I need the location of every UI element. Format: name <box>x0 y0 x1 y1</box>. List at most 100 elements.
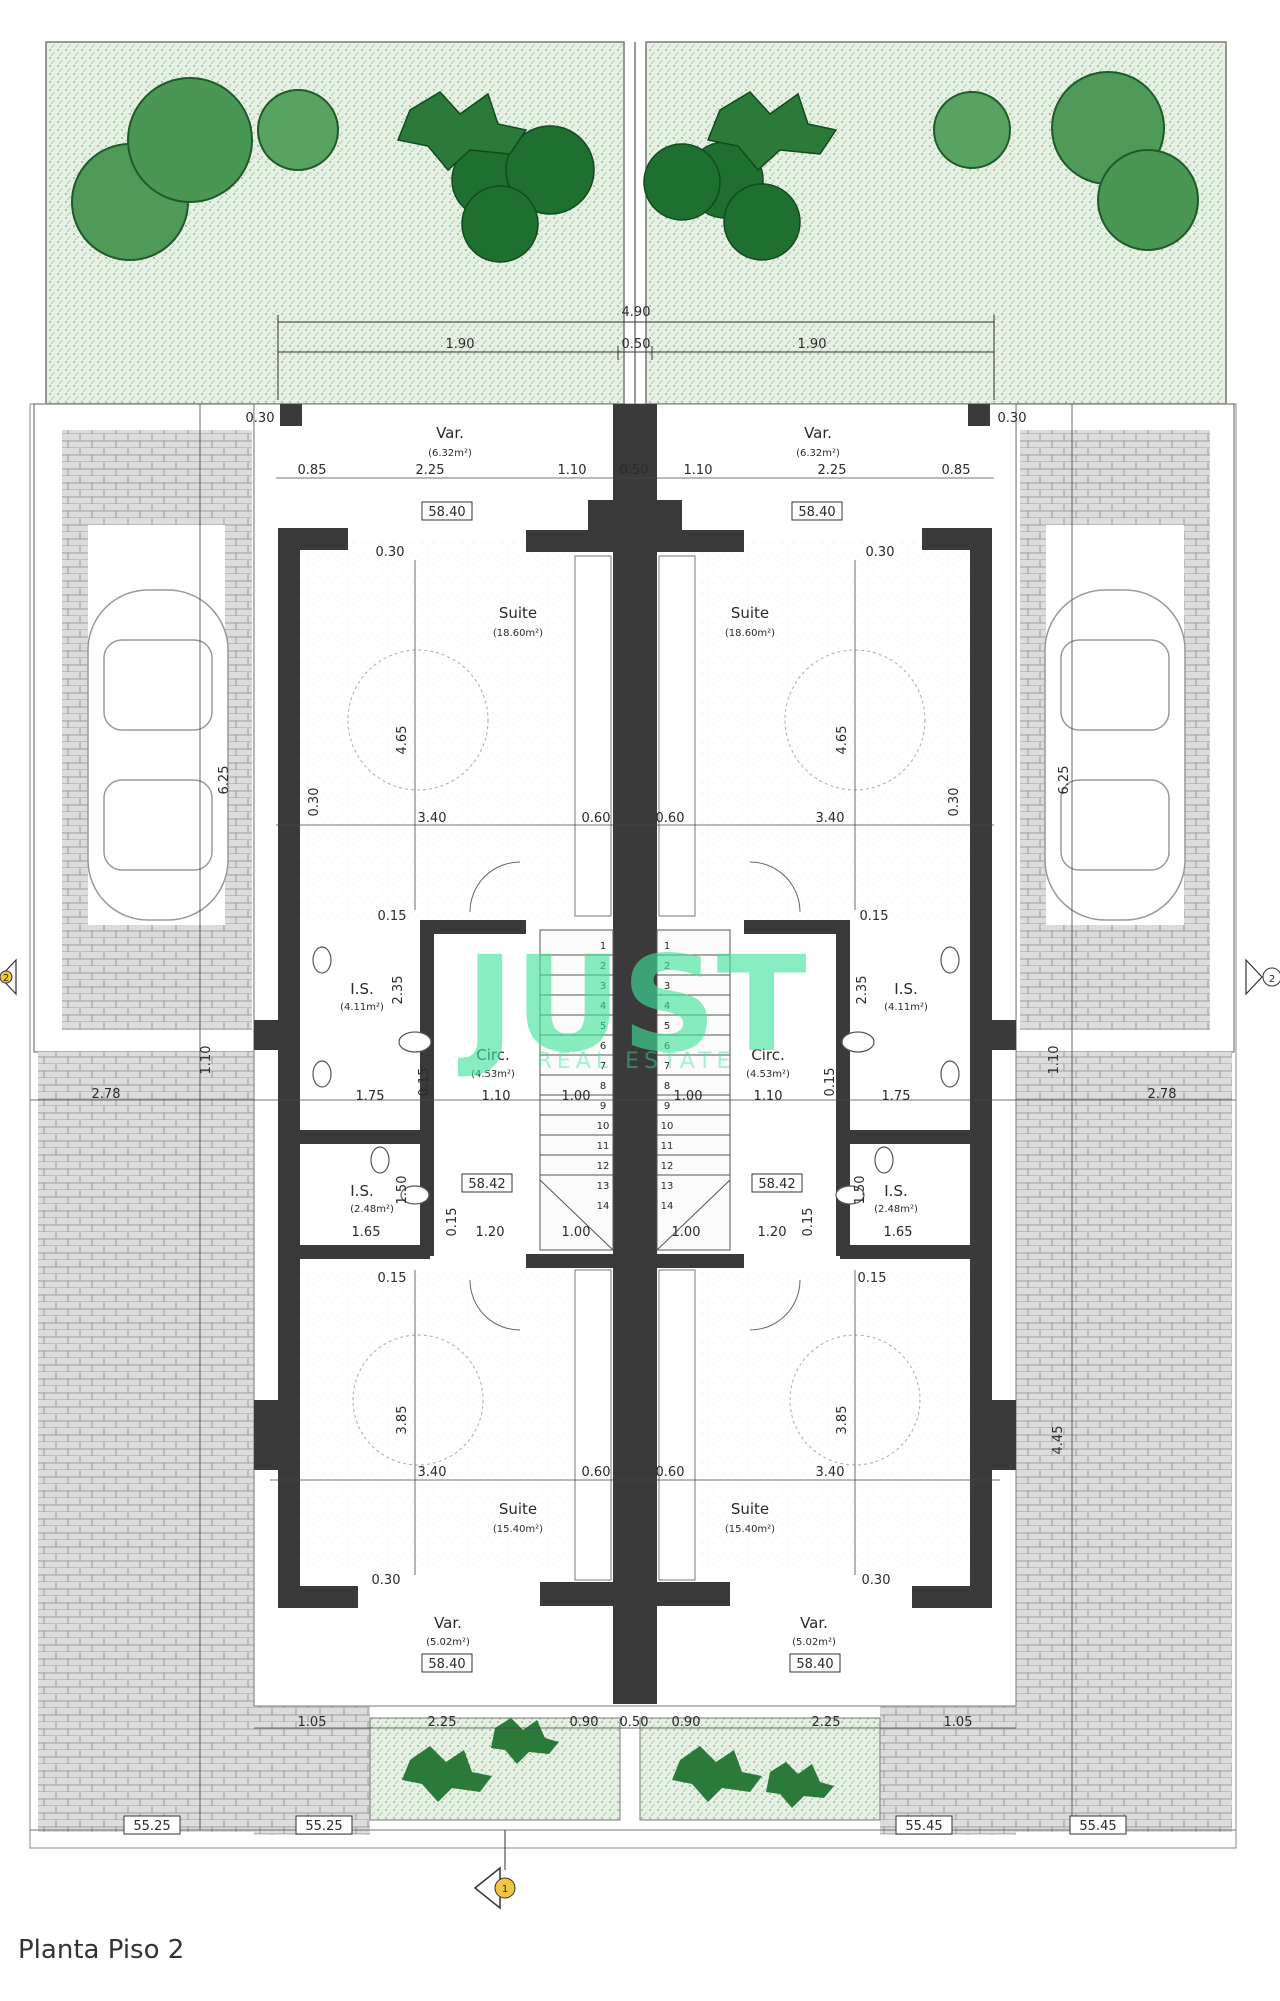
room-area: (5.02m²) <box>426 1637 470 1648</box>
level-tag: 58.40 <box>798 505 835 520</box>
level-tag: 55.45 <box>1079 1819 1116 1834</box>
watermark-main: JUST <box>457 928 806 1082</box>
room-area: (6.32m²) <box>796 448 840 459</box>
dimension: 0.60 <box>656 1465 685 1480</box>
dimension: 0.30 <box>866 545 895 560</box>
dimension: 0.30 <box>246 411 275 426</box>
staircase <box>539 929 731 1251</box>
dimension: 1.00 <box>674 1089 703 1104</box>
stair-step-number: 14 <box>597 1201 610 1212</box>
dimension: 2.78 <box>92 1087 121 1102</box>
dimension-labels: 4.90 1.90 0.50 1.90 0.30 0.30 0.85 2.25 … <box>92 305 1177 1730</box>
dimension: 1.90 <box>446 337 475 352</box>
dimension: 0.50 <box>620 463 649 478</box>
dimension: 3.40 <box>816 1465 845 1480</box>
stair-step-number: 8 <box>664 1081 670 1092</box>
dimension: 1.75 <box>356 1089 385 1104</box>
level-tag: 58.40 <box>796 1657 833 1672</box>
dimension: 0.90 <box>672 1715 701 1730</box>
axis-label-right: 2 <box>1269 974 1275 985</box>
dimension: 2.35 <box>391 976 406 1005</box>
level-tag: 58.40 <box>428 505 465 520</box>
stair-step-number: 6 <box>600 1041 606 1052</box>
room-name: Var. <box>436 424 464 442</box>
stair-step-number: 3 <box>600 981 606 992</box>
stair-step-number: 7 <box>664 1061 670 1072</box>
stair-step-number: 4 <box>600 1001 606 1012</box>
dimension: 1.20 <box>758 1225 787 1240</box>
dimension: 3.40 <box>418 1465 447 1480</box>
dimension: 3.85 <box>835 1406 850 1435</box>
stair-step-number: 14 <box>661 1201 674 1212</box>
dimension: 1.10 <box>684 463 713 478</box>
stair-step-number: 13 <box>597 1181 610 1192</box>
axis-label-left: 2 <box>3 973 9 984</box>
level-tag: 58.42 <box>468 1177 505 1192</box>
dimension: 1.10 <box>1047 1046 1062 1075</box>
ventilation-ducts <box>574 555 696 1581</box>
room-name: Suite <box>499 604 537 622</box>
stair-step-number: 11 <box>597 1141 610 1152</box>
room-area: (15.40m²) <box>493 1524 543 1535</box>
dimension: 1.10 <box>558 463 587 478</box>
room-name: I.S. <box>884 1182 907 1200</box>
watermark-logo: JUST REAL ESTATE <box>457 928 806 1082</box>
dimension: 1.00 <box>562 1089 591 1104</box>
room-area: (2.48m²) <box>874 1204 918 1215</box>
stair-step-number: 6 <box>664 1041 670 1052</box>
stair-step-number: 3 <box>664 981 670 992</box>
dimension: 0.15 <box>860 909 889 924</box>
dimension: 0.50 <box>622 337 651 352</box>
room-labels: Var. (6.32m²) Var. (6.32m²) Suite (18.60… <box>340 424 928 1648</box>
room-area: (4.53m²) <box>746 1069 790 1080</box>
top-dimensions <box>277 315 995 400</box>
stair-step-number: 9 <box>600 1101 606 1112</box>
dimension: 1.50 <box>395 1176 410 1205</box>
dimension: 4.65 <box>835 726 850 755</box>
dimension: 1.90 <box>798 337 827 352</box>
room-area: (4.11m²) <box>884 1002 928 1013</box>
room-name: Var. <box>800 1614 828 1632</box>
axis-marker-right: 2 <box>1245 958 1280 996</box>
dimension: 0.15 <box>378 1271 407 1286</box>
room-area: (5.02m²) <box>792 1637 836 1648</box>
axis-label-bottom: 1 <box>502 1884 508 1895</box>
stair-step-number: 1 <box>600 941 606 952</box>
dimension: 0.30 <box>998 411 1027 426</box>
room-name: Suite <box>499 1500 537 1518</box>
level-tag: 55.25 <box>305 1819 342 1834</box>
tree-cluster-icon <box>71 71 1199 261</box>
dimension: 0.90 <box>570 1715 599 1730</box>
dimension: 3.40 <box>418 811 447 826</box>
dimension: 3.40 <box>816 811 845 826</box>
dimension: 1.05 <box>298 1715 327 1730</box>
dimension: 0.15 <box>823 1068 838 1097</box>
room-name: Var. <box>434 1614 462 1632</box>
dimension: 0.50 <box>620 1715 649 1730</box>
room-name: I.S. <box>894 980 917 998</box>
dimension: 4.65 <box>395 726 410 755</box>
room-name: Circ. <box>751 1046 785 1064</box>
room-area: (18.60m²) <box>493 628 543 639</box>
dimension: 1.10 <box>754 1089 783 1104</box>
dimension: 0.15 <box>801 1208 816 1237</box>
dimension: 0.15 <box>445 1208 460 1237</box>
stair-step-number: 9 <box>664 1101 670 1112</box>
dimension: 1.20 <box>476 1225 505 1240</box>
sanitary-fixtures-icon <box>312 946 960 1205</box>
room-name: I.S. <box>350 1182 373 1200</box>
dimension: 0.60 <box>582 1465 611 1480</box>
dimension: 6.25 <box>217 766 232 795</box>
stair-step-number: 2 <box>664 961 670 972</box>
dimension: 1.65 <box>884 1225 913 1240</box>
stair-step-number: 12 <box>661 1161 674 1172</box>
stair-step-number: 10 <box>661 1121 674 1132</box>
dimension: 0.15 <box>378 909 407 924</box>
dimension: 2.78 <box>1148 1087 1177 1102</box>
dimension: 0.15 <box>858 1271 887 1286</box>
stair-step-number: 5 <box>664 1021 670 1032</box>
room-area: (4.11m²) <box>340 1002 384 1013</box>
level-tag: 58.42 <box>758 1177 795 1192</box>
room-area: (18.60m²) <box>725 628 775 639</box>
